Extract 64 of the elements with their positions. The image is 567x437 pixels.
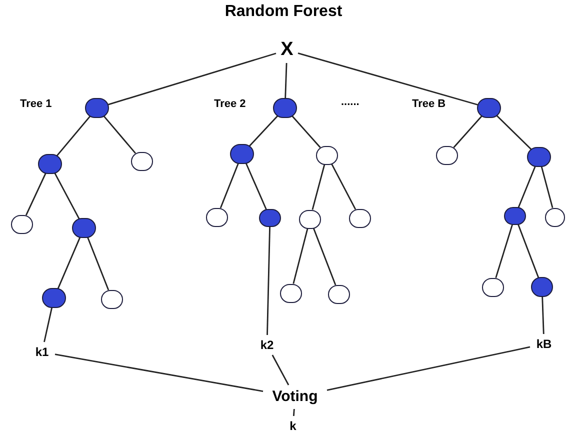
connector-line <box>56 116 91 156</box>
filled-tree-node <box>85 98 109 118</box>
connector-line <box>284 62 288 98</box>
connector-line <box>312 164 326 210</box>
filled-tree-node <box>230 144 254 164</box>
ellipsis-label: ...... <box>341 96 360 108</box>
filled-tree-node <box>527 147 551 167</box>
connector-line <box>220 163 239 208</box>
connector-line <box>248 115 278 147</box>
connector-line <box>540 166 554 208</box>
empty-tree-node <box>101 290 123 308</box>
connector-line <box>57 237 81 289</box>
connector-line <box>103 116 136 154</box>
node-label: k2 <box>260 338 274 352</box>
tree-label: Tree B <box>412 98 446 111</box>
connector-line <box>25 173 46 216</box>
connector-line <box>312 228 336 286</box>
connector-line <box>518 166 536 208</box>
filled-tree-node <box>531 277 553 297</box>
empty-tree-node <box>328 284 350 304</box>
connector-line <box>44 308 52 342</box>
connector-line <box>54 354 264 392</box>
connector-line <box>453 116 482 148</box>
connector-line <box>293 408 295 416</box>
connector-line <box>542 296 544 334</box>
node-label: Voting <box>272 388 318 406</box>
node-label: k1 <box>35 345 49 359</box>
connector-line <box>518 224 540 278</box>
empty-tree-node <box>206 208 228 226</box>
filled-tree-node <box>259 209 281 227</box>
tree-label: Tree 1 <box>20 98 52 111</box>
node-label: X <box>280 39 294 61</box>
filled-tree-node <box>477 98 501 118</box>
filled-tree-node <box>38 154 62 174</box>
empty-tree-node <box>131 152 153 170</box>
empty-tree-node <box>436 146 458 164</box>
connector-line <box>108 52 276 106</box>
diagram-title: Random Forest <box>224 2 342 22</box>
node-label: k <box>290 419 296 433</box>
connector-line <box>245 163 267 210</box>
filled-tree-node <box>504 207 526 225</box>
empty-tree-node <box>545 208 565 226</box>
connector-line <box>266 226 270 336</box>
connector-line <box>298 52 478 106</box>
filled-tree-node <box>72 218 96 238</box>
connector-line <box>272 354 290 386</box>
filled-tree-node <box>42 288 66 308</box>
connector-line <box>496 115 532 150</box>
connector-line <box>326 346 530 391</box>
tree-label: Tree 2 <box>214 98 246 111</box>
connector-line <box>54 172 80 220</box>
empty-tree-node <box>482 278 504 296</box>
empty-tree-node <box>11 214 33 234</box>
empty-tree-node <box>349 208 371 228</box>
filled-tree-node <box>273 98 297 118</box>
connector-line <box>87 237 110 290</box>
empty-tree-node <box>280 284 302 302</box>
connector-line <box>330 163 356 210</box>
empty-tree-node <box>316 146 338 164</box>
connector-line <box>292 116 321 148</box>
empty-tree-node <box>299 210 321 228</box>
connector-line <box>495 224 513 278</box>
connector-line <box>292 228 308 284</box>
node-label: kB <box>536 337 552 351</box>
